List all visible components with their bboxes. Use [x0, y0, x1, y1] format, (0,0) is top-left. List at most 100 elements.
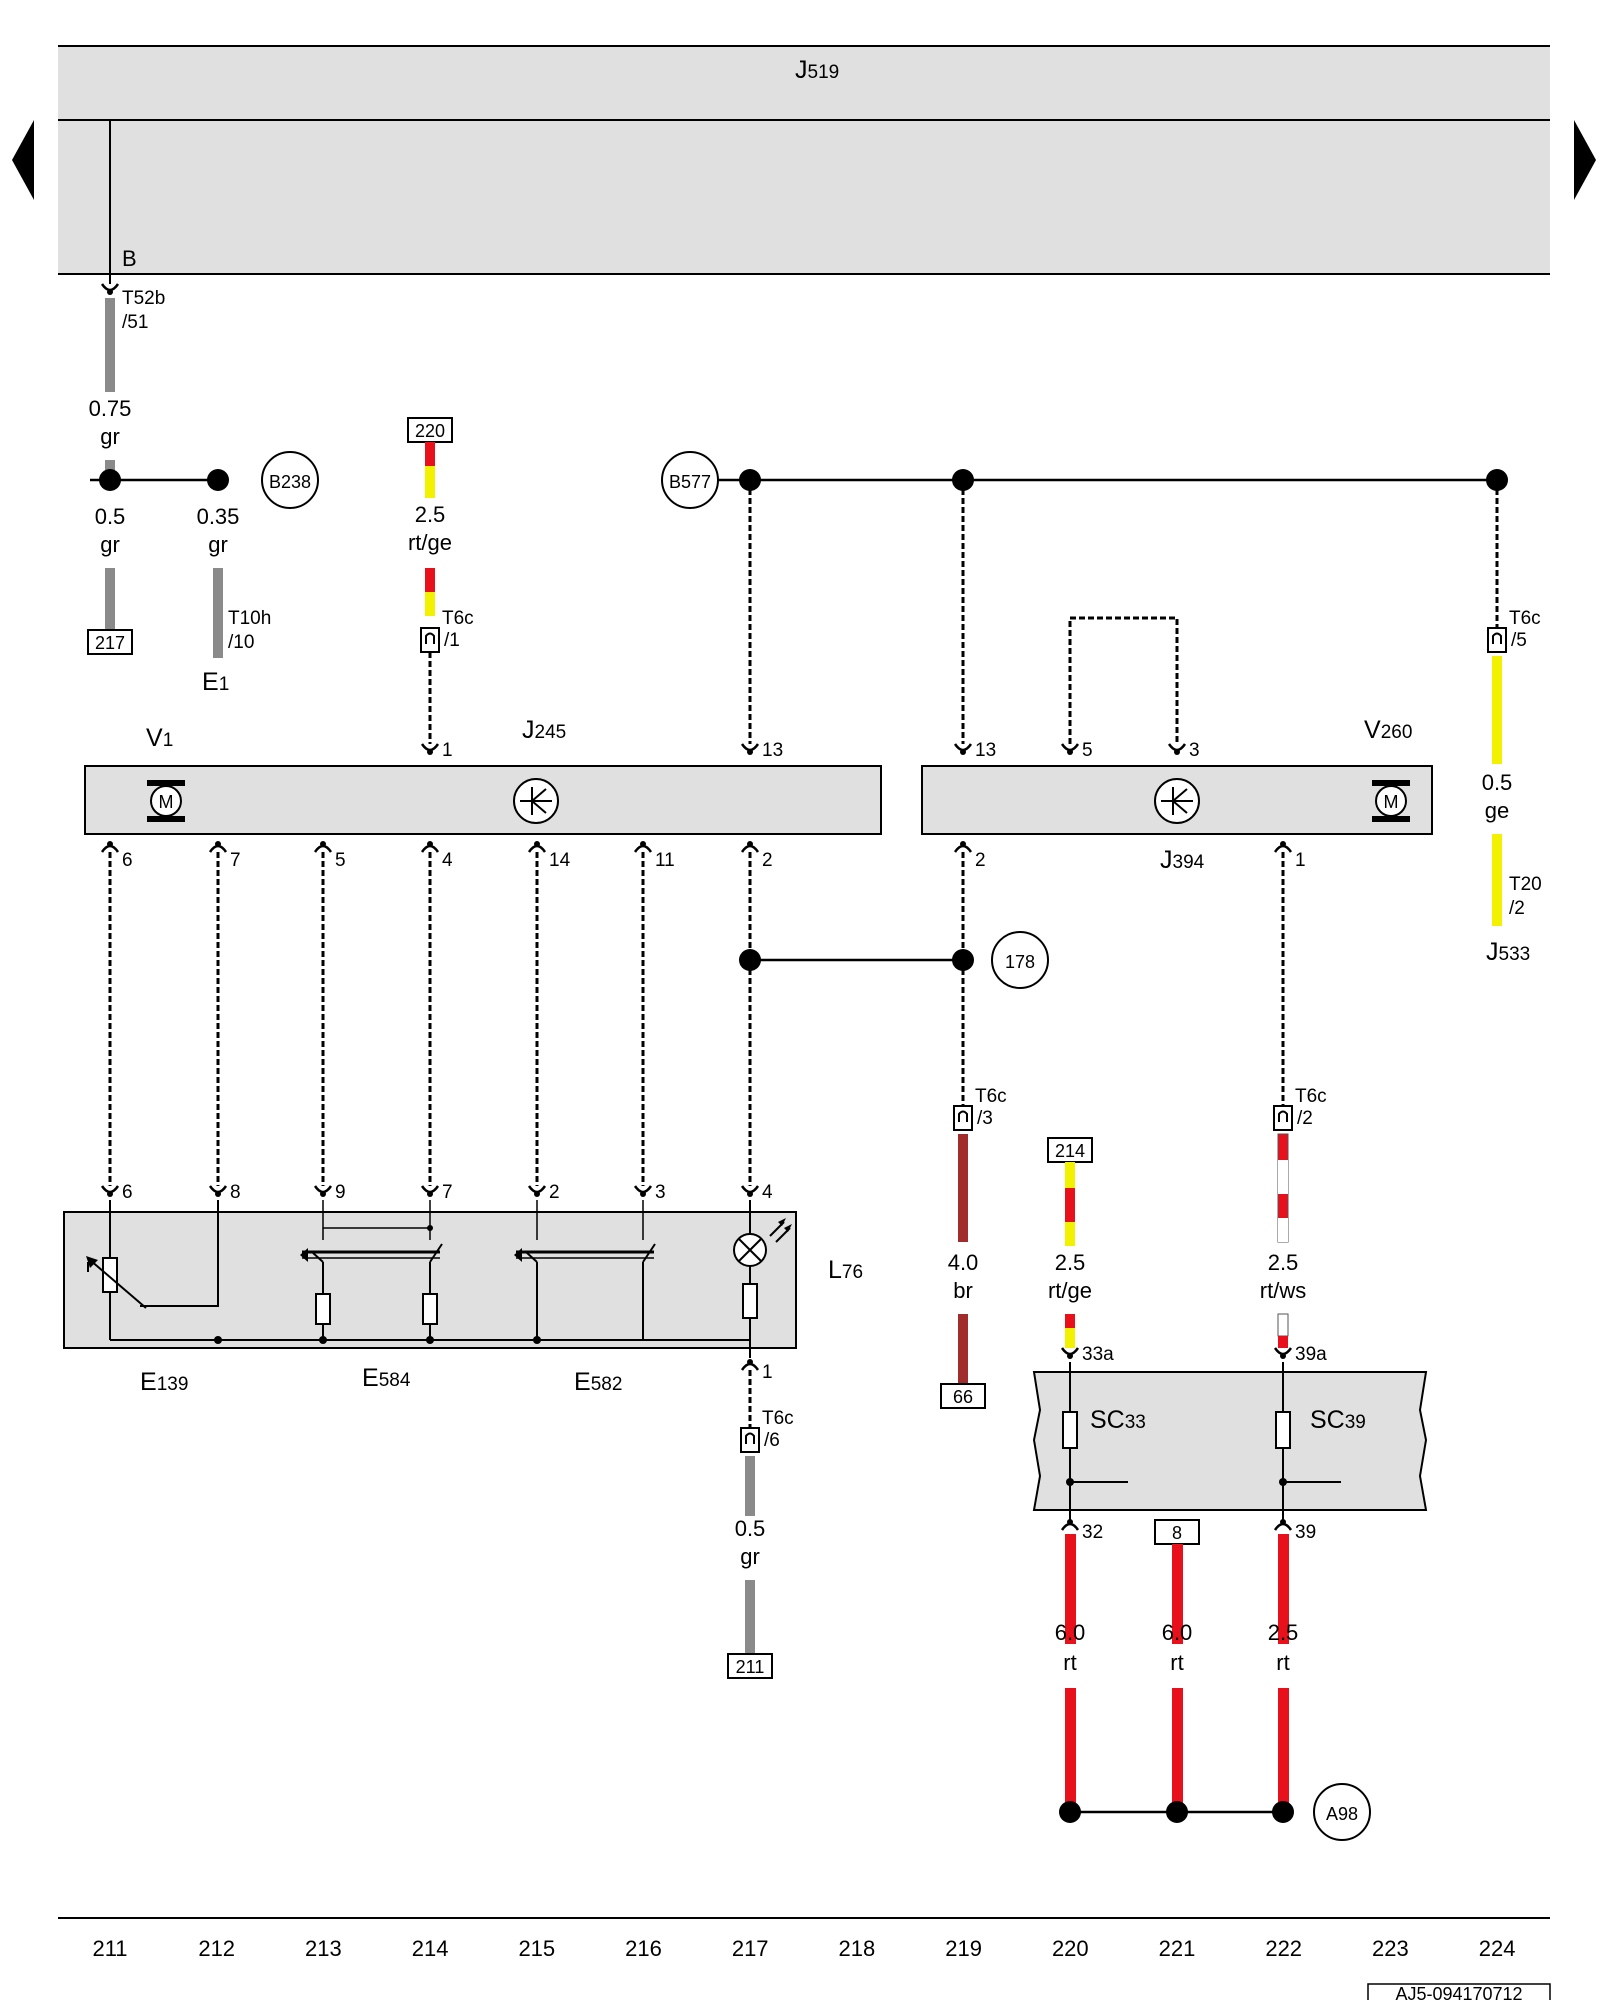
- junction-dot: [207, 469, 229, 491]
- node-b577-label: B577: [669, 472, 711, 492]
- j394-label: J394: [1160, 846, 1205, 874]
- column-number: 212: [198, 1936, 235, 1961]
- t6c-pin-2: /2: [1297, 1108, 1313, 1129]
- svg-text:7: 7: [442, 1182, 453, 1203]
- svg-text:1: 1: [762, 1362, 773, 1383]
- svg-text:4: 4: [762, 1182, 773, 1203]
- ref-box-66[interactable]: [940, 1383, 986, 1409]
- wire-size-label: 2.5: [1268, 1250, 1299, 1275]
- svg-text:6: 6: [122, 1182, 133, 1203]
- column-number: 215: [518, 1936, 555, 1961]
- svg-text:2: 2: [549, 1182, 560, 1203]
- svg-text:2: 2: [762, 850, 773, 871]
- node-178: [991, 931, 1049, 989]
- svg-text:1: 1: [1295, 850, 1306, 871]
- potentiometer-icon: [86, 1200, 219, 1340]
- column-number: 223: [1372, 1936, 1409, 1961]
- prev-page-arrow[interactable]: [12, 120, 34, 200]
- node-178-label: 178: [1005, 952, 1035, 972]
- ref-217: 217: [95, 633, 125, 653]
- svg-text:5: 5: [335, 850, 346, 871]
- wire-color-label: rt/ws: [1260, 1278, 1306, 1303]
- fuse-panel: [1032, 1362, 1428, 1520]
- svg-text:4: 4: [442, 850, 453, 871]
- wire-size-label: 0.5: [1482, 770, 1513, 795]
- j245-to-switch-wires: 6 6 7 8 5 9 4 7 14 2 11 3 2 4: [100, 839, 773, 1203]
- t52b-pin: /51: [122, 312, 148, 333]
- module-j245: M: [84, 765, 882, 835]
- node-b238: [261, 451, 319, 509]
- svg-text:5: 5: [1082, 740, 1093, 761]
- wire-color-label: gr: [208, 532, 228, 557]
- t6c-connector: T6c: [975, 1086, 1007, 1107]
- wire-color-label: gr: [100, 424, 120, 449]
- column-number: 220: [1052, 1936, 1089, 1961]
- wire-color-label: gr: [740, 1544, 760, 1569]
- l76-label: L76: [828, 1256, 863, 1284]
- junction-dot: [1166, 1801, 1188, 1823]
- wire-size-label: 0.5: [735, 1516, 766, 1541]
- e139-label: E139: [140, 1368, 188, 1396]
- wire-size-label: 0.75: [89, 396, 132, 421]
- ref-66: 66: [953, 1387, 973, 1407]
- t6c-connector: T6c: [762, 1408, 794, 1429]
- ref-214: 214: [1055, 1141, 1085, 1161]
- svg-text:8: 8: [230, 1182, 241, 1203]
- column-number: 219: [945, 1936, 982, 1961]
- svg-text:11: 11: [655, 850, 675, 871]
- column-number: 217: [732, 1936, 769, 1961]
- svg-text:13: 13: [975, 740, 996, 761]
- svg-text:M: M: [1384, 792, 1399, 812]
- t6c-pin-3: /3: [977, 1108, 993, 1129]
- ref-220: 220: [415, 421, 445, 441]
- junction-dot: [99, 469, 121, 491]
- column-number: 213: [305, 1936, 342, 1961]
- svg-text:M: M: [159, 792, 174, 812]
- wire-color-label: rt/ge: [1048, 1278, 1092, 1303]
- column-number: 224: [1479, 1936, 1516, 1961]
- control-unit-j519: J519 B: [58, 45, 1550, 275]
- t52b-connector: T52b: [122, 288, 165, 309]
- j245-label: J245: [522, 716, 566, 744]
- ref-box-217[interactable]: [87, 629, 133, 655]
- wire-size-label: 0.35: [197, 504, 240, 529]
- svg-text:3: 3: [1189, 740, 1200, 761]
- column-number: 218: [839, 1936, 876, 1961]
- relay-icon: [1154, 778, 1200, 824]
- column-number: 222: [1265, 1936, 1302, 1961]
- t6c-connector: T6c: [1509, 608, 1541, 629]
- svg-text:39a: 39a: [1295, 1344, 1327, 1365]
- svg-text:33a: 33a: [1082, 1344, 1114, 1365]
- wire-size-label: 4.0: [948, 1250, 979, 1275]
- switch-e582-icon: [514, 1200, 656, 1340]
- sc33-label: SC33: [1090, 1406, 1146, 1434]
- wire-color-label: rt: [1170, 1650, 1183, 1675]
- wire-color-label: br: [953, 1278, 973, 1303]
- junction-dot: [1059, 1801, 1081, 1823]
- t6c-pin-5: /5: [1511, 630, 1527, 651]
- fuse-sc39-icon: [1275, 1362, 1341, 1520]
- t20-pin: /2: [1509, 898, 1525, 919]
- svg-text:7: 7: [230, 850, 241, 871]
- wire-size-label: 0.5: [95, 504, 126, 529]
- t10h-connector: T10h: [228, 608, 271, 629]
- lamp-icon: [733, 1200, 792, 1358]
- motor-icon: M: [147, 780, 185, 822]
- relay-icon: [513, 778, 559, 824]
- ref-box-211[interactable]: [727, 1653, 773, 1679]
- svg-text:6: 6: [122, 850, 133, 871]
- wire-size-label: 2.5: [1055, 1250, 1086, 1275]
- column-number: 216: [625, 1936, 662, 1961]
- svg-text:2: 2: [975, 850, 986, 871]
- svg-text:39: 39: [1295, 1522, 1316, 1543]
- ref-box-214[interactable]: [1047, 1137, 1093, 1163]
- column-number: 221: [1159, 1936, 1196, 1961]
- t10h-pin: /10: [228, 632, 254, 653]
- fuse-sc33-icon: [1062, 1362, 1128, 1520]
- svg-text:32: 32: [1082, 1522, 1103, 1543]
- next-page-arrow[interactable]: [1574, 120, 1596, 200]
- svg-text:9: 9: [335, 1182, 346, 1203]
- j533-label: J533: [1486, 938, 1530, 966]
